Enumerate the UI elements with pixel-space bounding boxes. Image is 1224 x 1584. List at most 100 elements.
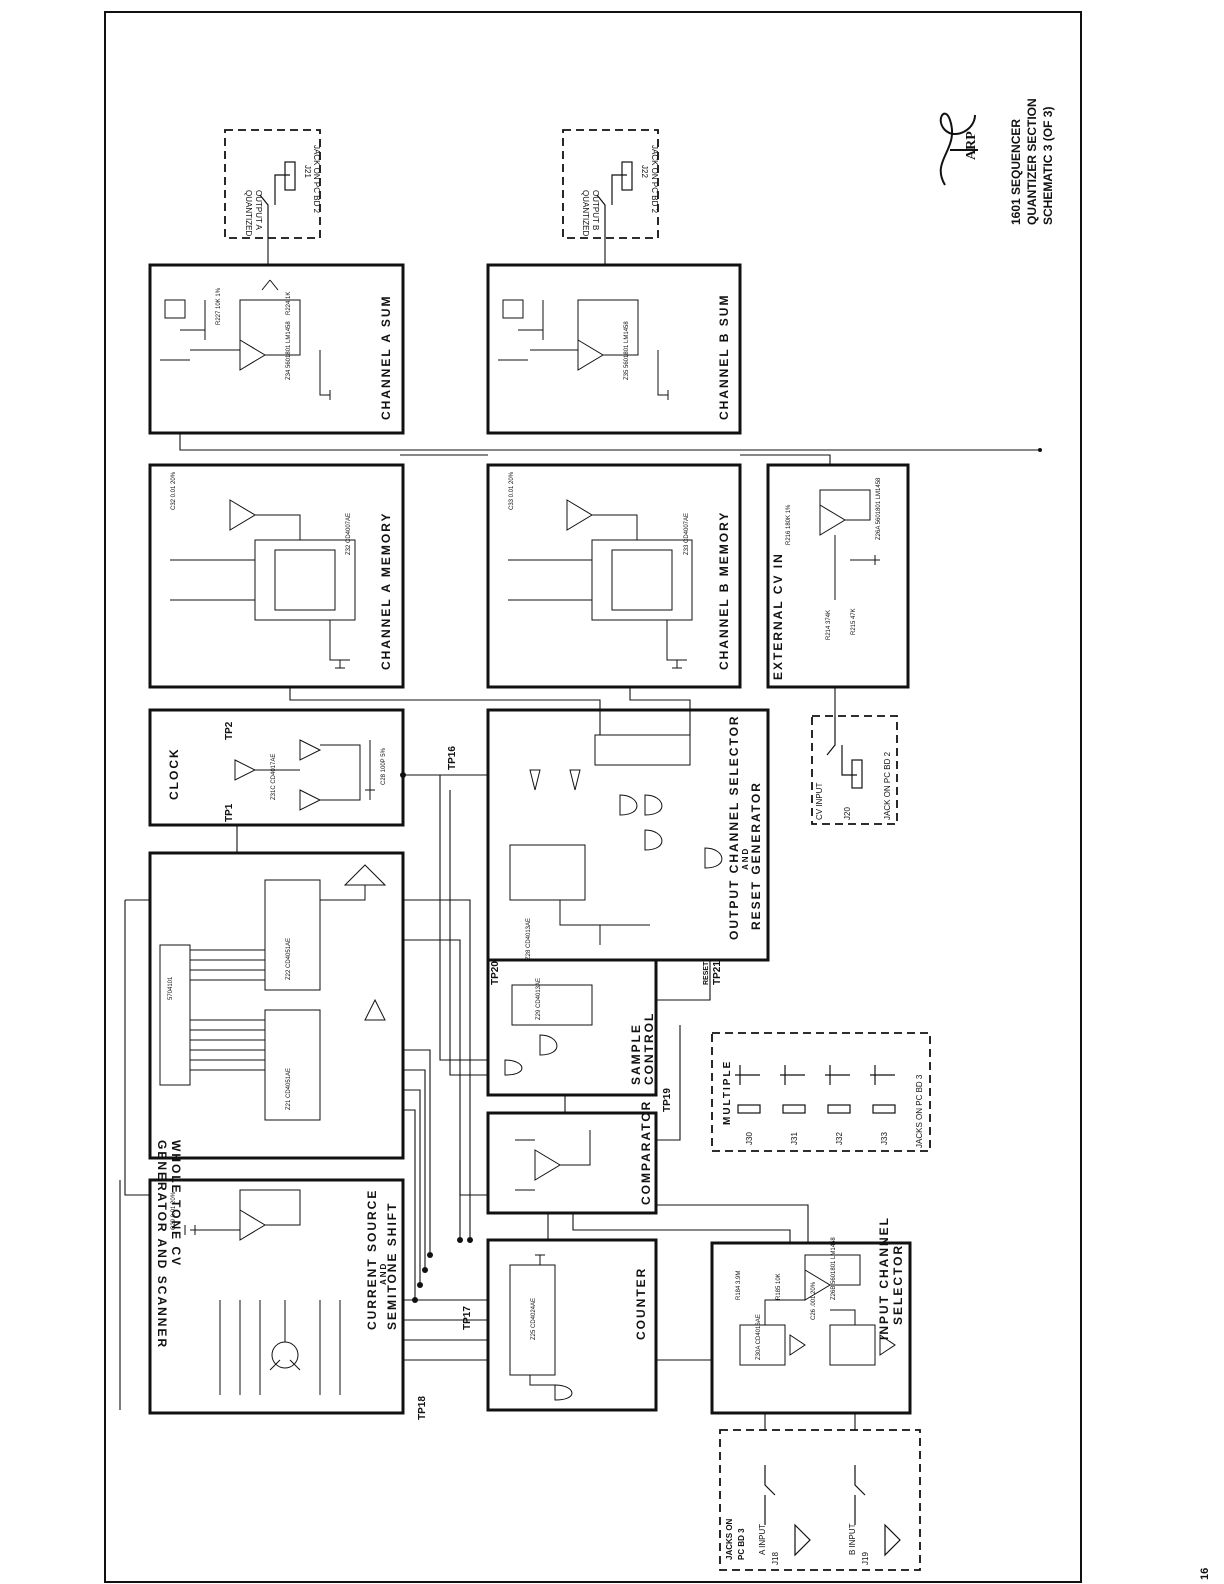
comp-z31: Z31C CD4017AE bbox=[271, 754, 277, 800]
reset-label: RESET bbox=[703, 961, 710, 985]
label-whole-tone-2: GENERATOR AND SCANNER bbox=[155, 1140, 169, 1349]
jack-j31: J31 bbox=[790, 1132, 799, 1145]
tp16-label: TP16 bbox=[447, 746, 458, 770]
page-number: 16 bbox=[1199, 1568, 1211, 1580]
comp-c32: C32 0.01 20% bbox=[171, 471, 177, 510]
jack-box-cv-input bbox=[811, 715, 898, 825]
jack-out-b-j: J22 bbox=[640, 165, 649, 178]
label-whole-tone-1: WHOLE TONE CV bbox=[169, 1140, 183, 1267]
comp-z26a: Z26A 5601801 LM1458 bbox=[876, 477, 882, 540]
jack-j18: J18 bbox=[771, 1552, 780, 1565]
comp-z20: 5704101 bbox=[168, 976, 174, 1000]
tp1-label: TP1 bbox=[224, 803, 235, 822]
label-comparator: COMPARATOR bbox=[639, 1100, 653, 1205]
block-comparator bbox=[486, 1111, 658, 1215]
label-input-selector-2: SELECTOR bbox=[891, 1244, 905, 1325]
jack-out-a-1: QUANTIZED bbox=[244, 190, 253, 236]
block-current-source bbox=[148, 1178, 405, 1415]
label-counter: COUNTER bbox=[634, 1267, 648, 1340]
jack-j33: J33 bbox=[880, 1132, 889, 1145]
comp-z28: Z28 CD4013AE bbox=[526, 918, 532, 960]
label-channel-a-memory: CHANNEL A MEMORY bbox=[379, 512, 393, 670]
jack-out-a-2: OUTPUT A bbox=[254, 190, 263, 231]
block-channel-a-memory bbox=[148, 463, 405, 689]
jack-out-a-j: J21 bbox=[303, 165, 312, 178]
jack-cv-j: J20 bbox=[843, 807, 852, 820]
label-output-selector-3: RESET GENERATOR bbox=[749, 781, 763, 930]
block-sample-control bbox=[486, 958, 658, 1097]
comp-z29: Z29 CD4013AE bbox=[536, 978, 542, 1020]
comp-c33: C33 0.01 20% bbox=[509, 471, 515, 510]
label-output-selector-1: OUTPUT CHANNEL SELECTOR bbox=[727, 714, 741, 940]
comp-c28: C28 100P 5% bbox=[381, 747, 387, 785]
jack-box-inputs bbox=[719, 1429, 921, 1571]
jack-out-a-pc: JACK ON PC BD 2 bbox=[312, 145, 321, 214]
page-border bbox=[104, 11, 1082, 1583]
label-channel-b-sum: CHANNEL B SUM bbox=[717, 294, 731, 420]
tp21-label: TP21 bbox=[712, 961, 723, 985]
jack-in-b: B INPUT bbox=[848, 1523, 857, 1555]
label-current-source-3: SEMITONE SHIFT bbox=[385, 1202, 399, 1330]
comp-z30: Z30A CD4016AE bbox=[756, 1314, 762, 1360]
jack-cv-pc: JACK ON PC BD 2 bbox=[883, 751, 892, 820]
block-channel-b-sum bbox=[486, 263, 742, 435]
tp19-label: TP19 bbox=[662, 1088, 673, 1112]
comp-r227: R227 10K 1% bbox=[216, 287, 222, 325]
comp-z33: Z33 CD4007AE bbox=[684, 513, 690, 555]
comp-r216: R216 180K 1% bbox=[786, 504, 792, 545]
comp-c26: C26 .001 20% bbox=[811, 1281, 817, 1320]
jack-box-output-a bbox=[224, 129, 321, 239]
comp-r184: R184 3.9M bbox=[736, 1271, 742, 1300]
label-input-selector-1: INPUT CHANNEL bbox=[877, 1216, 891, 1340]
jack-box-multiple bbox=[711, 1032, 931, 1152]
title-line-2: QUANTIZER SECTION bbox=[1025, 98, 1039, 225]
jack-out-b-2: OUTPUT B bbox=[591, 190, 600, 230]
jack-out-b-pc: JACK ON PC BD 2 bbox=[650, 145, 659, 214]
block-external-cv-in bbox=[766, 463, 910, 689]
comp-z26b: Z26B 5601801 LM1458 bbox=[831, 1237, 837, 1300]
tp2-label: TP2 bbox=[224, 721, 235, 740]
label-channel-a-sum: CHANNEL A SUM bbox=[379, 294, 393, 420]
jack-mult-pc: JACKS ON PC BD 3 bbox=[915, 1074, 924, 1148]
title-line-1: 1601 SEQUENCER bbox=[1009, 119, 1023, 225]
block-whole-tone bbox=[148, 851, 405, 1160]
comp-z34: Z34 5601801 LM1458 bbox=[286, 321, 292, 380]
block-counter bbox=[486, 1238, 658, 1412]
block-channel-a-sum bbox=[148, 263, 405, 435]
label-clock: CLOCK bbox=[167, 747, 181, 800]
comp-z22: Z22 CD4051AE bbox=[286, 938, 292, 980]
label-current-source-2: AND bbox=[379, 1262, 388, 1285]
label-channel-b-memory: CHANNEL B MEMORY bbox=[717, 511, 731, 670]
block-channel-b-memory bbox=[486, 463, 742, 689]
label-sample-1: SAMPLE bbox=[629, 1023, 643, 1085]
title-logo: ARP bbox=[964, 131, 979, 160]
label-output-selector-2: AND bbox=[741, 847, 750, 870]
block-input-channel-selector bbox=[710, 1241, 912, 1415]
jack-j30: J30 bbox=[745, 1132, 754, 1145]
comp-z21: Z21 CD4051AE bbox=[286, 1068, 292, 1110]
comp-r215: R215 47K bbox=[851, 608, 857, 635]
label-external-cv-in: EXTERNAL CV IN bbox=[771, 552, 785, 680]
arp-logo-icon bbox=[939, 112, 978, 186]
tp18-label: TP18 bbox=[417, 1396, 428, 1420]
comp-z25: Z25 CD4024AE bbox=[531, 1298, 537, 1340]
label-sample-2: CONTROL bbox=[642, 1012, 656, 1085]
jack-in-pc-2: PC BD 3 bbox=[737, 1528, 746, 1560]
jack-j19: J19 bbox=[861, 1552, 870, 1565]
comp-r224: R224 1K bbox=[286, 292, 292, 315]
tp20-label: TP20 bbox=[490, 961, 501, 985]
jack-box-output-b bbox=[562, 129, 659, 239]
jack-in-pc-1: JACKS ON bbox=[725, 1518, 734, 1560]
title-line-3: SCHEMATIC 3 (OF 3) bbox=[1041, 107, 1055, 225]
comp-c29: C29 0.01 20% bbox=[171, 1191, 177, 1230]
jack-in-a: A INPUT bbox=[758, 1524, 767, 1555]
jack-j32: J32 bbox=[835, 1132, 844, 1145]
comp-r185: R185 10K bbox=[776, 1273, 782, 1300]
label-current-source-1: CURRENT SOURCE bbox=[365, 1189, 379, 1330]
jack-out-b-1: QUANTIZED bbox=[581, 190, 590, 236]
comp-z35: Z35 5601801 LM1458 bbox=[624, 321, 630, 380]
comp-z32: Z32 CD4007AE bbox=[346, 513, 352, 555]
label-multiple: MULTIPLE bbox=[722, 1060, 733, 1125]
block-clock bbox=[148, 708, 405, 827]
